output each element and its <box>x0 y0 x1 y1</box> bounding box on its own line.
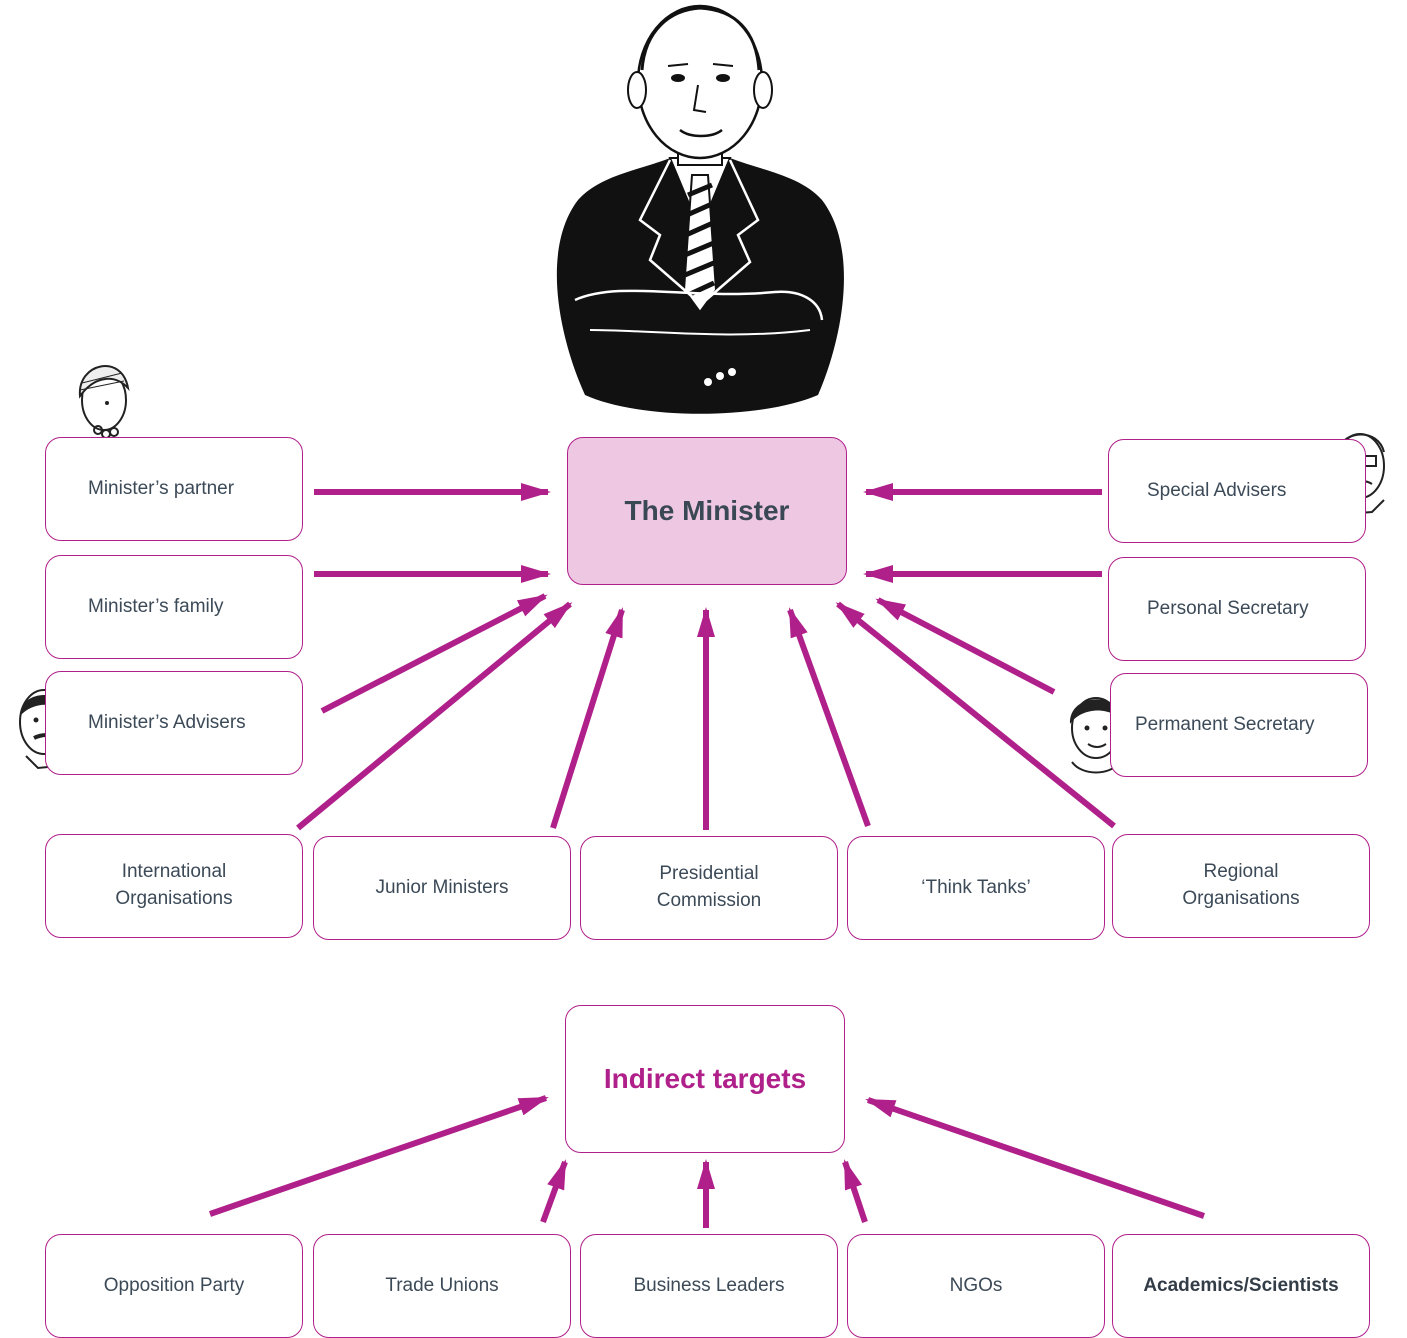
box-label: ‘Think Tanks’ <box>921 876 1031 898</box>
box-business-leaders: Business Leaders <box>580 1234 838 1338</box>
arrow-advisers <box>320 593 548 714</box>
minister-illustration <box>556 4 844 414</box>
box-ngos: NGOs <box>847 1234 1105 1338</box>
box-think-tanks: ‘Think Tanks’ <box>847 836 1105 940</box>
box-label: International Organisations <box>115 861 233 909</box>
box-label: Academics/Scientists <box>1143 1274 1339 1296</box>
box-label: Junior Ministers <box>375 876 509 898</box>
box-label: Minister’s partner <box>88 477 235 499</box>
box-ministers-family: Minister’s family <box>45 555 303 659</box>
box-ministers-advisers: Minister’s Advisers <box>45 671 303 775</box>
minister-box: The Minister <box>567 437 847 585</box>
box-label: Presidential Commission <box>656 863 762 911</box>
box-regional-organisations: Regional Organisations <box>1112 834 1370 938</box>
box-academics-scientists: Academics/Scientists <box>1112 1234 1370 1338</box>
arrow-opposition <box>209 1095 549 1217</box>
minister-label: The Minister <box>624 495 790 527</box>
box-label: Personal Secretary <box>1147 597 1309 619</box>
box-opposition-party: Opposition Party <box>45 1234 303 1338</box>
box-label: Special Advisers <box>1147 479 1287 501</box>
arrow-academics <box>865 1097 1205 1219</box>
box-label: Permanent Secretary <box>1135 713 1315 735</box>
box-label: Minister’s Advisers <box>88 711 246 733</box>
box-trade-unions: Trade Unions <box>313 1234 571 1338</box>
box-personal-secretary: Personal Secretary <box>1108 557 1366 661</box>
box-ministers-partner: Minister’s partner <box>45 437 303 541</box>
box-special-advisers: Special Advisers <box>1108 439 1366 543</box>
arrow-think-tanks <box>787 607 871 828</box>
partner-portrait-illustration <box>78 365 130 439</box>
box-label: NGOs <box>949 1274 1003 1296</box>
arrow-permanent-secretary <box>875 597 1056 695</box>
box-international-organisations: International Organisations <box>45 834 303 938</box>
box-label: Opposition Party <box>103 1274 245 1296</box>
arrow-regional <box>835 601 1116 829</box>
box-label: Regional Organisations <box>1182 861 1300 909</box>
indirect-targets-box: Indirect targets <box>565 1005 845 1153</box>
arrow-ngos <box>842 1159 868 1223</box>
box-junior-ministers: Junior Ministers <box>313 836 571 940</box>
box-label: Business Leaders <box>633 1274 785 1296</box>
box-presidential-commission: Presidential Commission <box>580 836 838 940</box>
arrow-international <box>296 601 573 831</box>
arrow-junior <box>550 607 625 829</box>
arrow-trade-unions <box>540 1159 568 1224</box>
indirect-targets-label: Indirect targets <box>603 1063 807 1095</box>
box-label: Minister’s family <box>88 595 224 617</box>
box-permanent-secretary: Permanent Secretary <box>1110 673 1368 777</box>
box-label: Trade Unions <box>385 1274 499 1296</box>
